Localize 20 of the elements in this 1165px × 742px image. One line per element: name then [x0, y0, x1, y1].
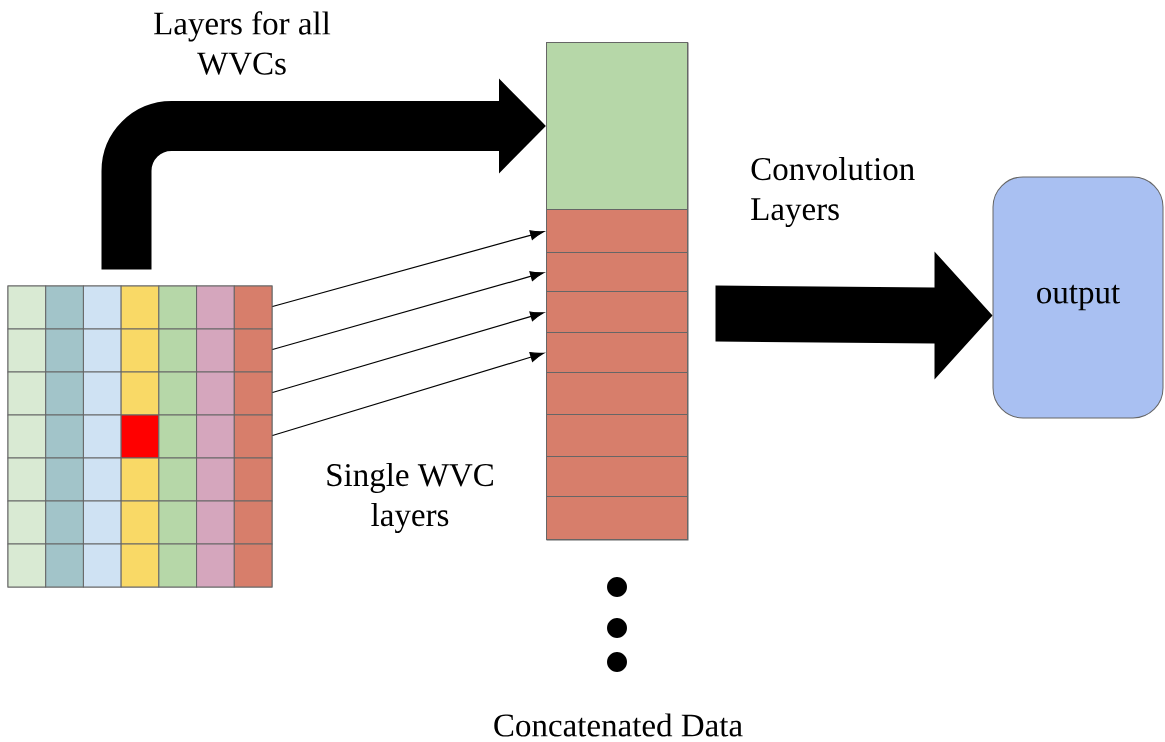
arrow	[271, 271, 544, 351]
stack-segment	[546, 332, 688, 373]
stack-segment	[546, 372, 688, 415]
edge-label: Convolution Layers	[751, 157, 915, 227]
stack-block	[546, 42, 688, 210]
edge-label: Layers for all WVCs	[154, 11, 331, 75]
text-label: Single WVC layers	[327, 463, 493, 533]
arrow	[271, 352, 545, 437]
stack-segment	[546, 252, 688, 292]
text-label: Concatenated Data	[494, 713, 743, 737]
stack-segment	[546, 456, 688, 497]
arrow	[271, 311, 545, 394]
output-box: output	[992, 176, 1164, 419]
grid-drawing	[7, 285, 273, 588]
stack-segment	[546, 291, 688, 333]
stack-segment	[546, 209, 688, 253]
stack-segment	[546, 414, 688, 457]
block-arrow	[715, 251, 993, 380]
arrow	[271, 230, 544, 308]
stack-segment	[546, 496, 688, 540]
